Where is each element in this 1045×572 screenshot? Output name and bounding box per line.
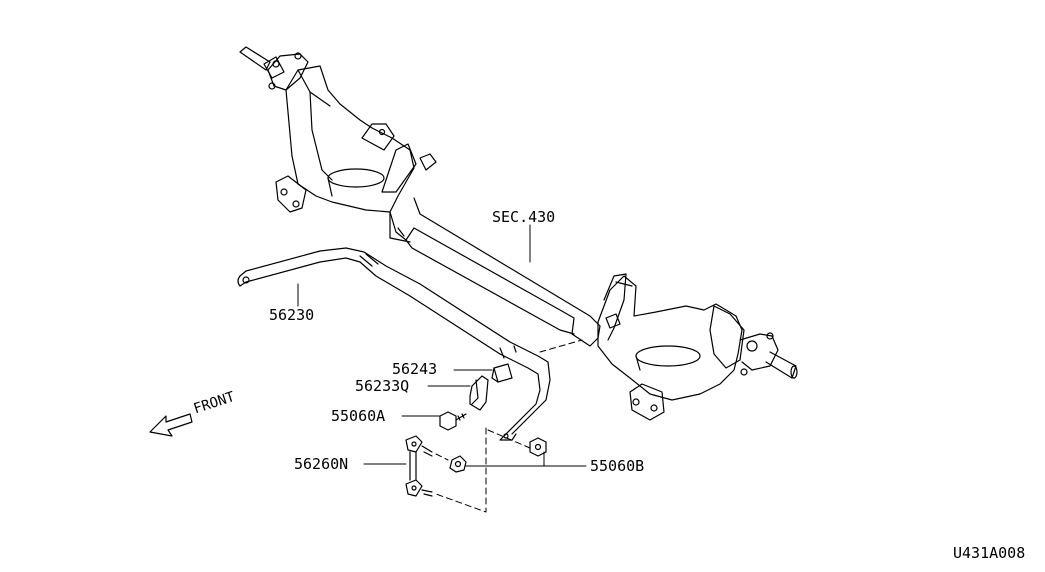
link-dashed-upper: [435, 453, 449, 461]
label-56233Q: 56233Q: [355, 377, 410, 395]
rear-axle-beam: [239, 46, 798, 421]
link-dashed-box: [435, 427, 487, 513]
figure-code: U431A008: [953, 544, 1026, 562]
stabilizer-bar: [237, 247, 551, 441]
label-56243: 56243: [392, 360, 438, 378]
nut-lower: [449, 455, 467, 473]
p55060B-leader: [465, 451, 587, 467]
label-55060A: 55060A: [331, 407, 386, 425]
label-56230: 56230: [269, 306, 315, 324]
label-56260N: 56260N: [294, 455, 349, 473]
bar-to-nut-dashed: [487, 429, 531, 449]
nut-upper: [529, 437, 547, 457]
bolt: [439, 411, 467, 431]
connecting-rod: [405, 435, 433, 497]
label-55060B: 55060B: [590, 457, 645, 475]
label-sec430: SEC.430: [492, 208, 556, 226]
bar-to-axle-dashed: [539, 339, 583, 353]
bushing: [491, 363, 513, 383]
clamp: [469, 375, 489, 411]
front-arrow-icon: [149, 413, 193, 437]
